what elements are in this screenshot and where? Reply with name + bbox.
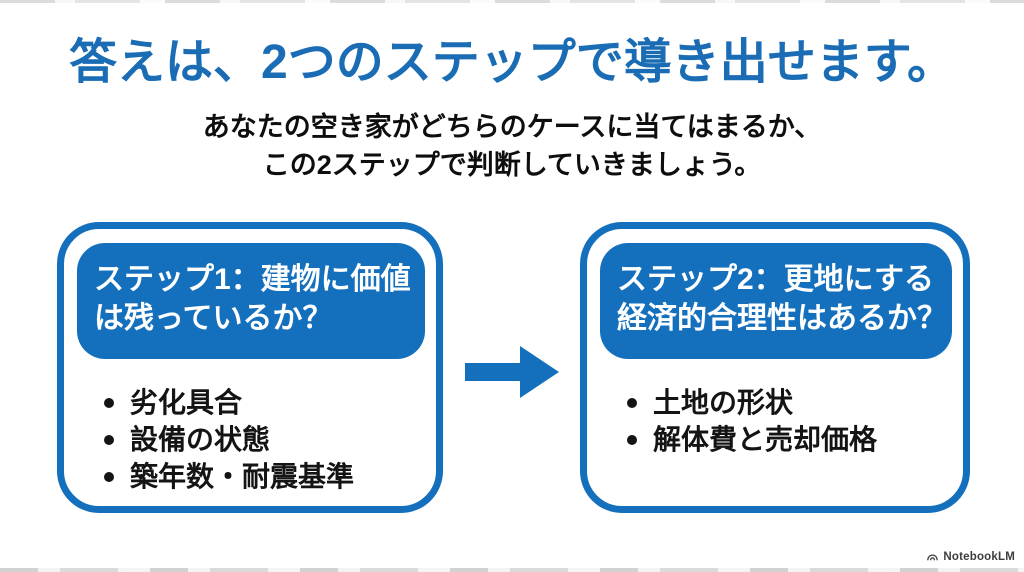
video-artifact-top [0, 0, 1024, 3]
step1-header-line-2: は残っているか？ [94, 302, 333, 335]
bullet-label: 設備の状態 [130, 424, 271, 455]
step2-header: ステップ2：更地にする 経済的合理性はあるか？ [600, 243, 952, 359]
slide-subtitle: あなたの空き家がどちらのケースに当てはまるか、 この2ステップで判断していきまし… [0, 108, 1024, 184]
step1-box: ステップ1：建物に価値 は残っているか？ 劣化具合 設備の状態 築年数・耐震基準 [57, 222, 443, 513]
bullet-dot [104, 397, 114, 408]
bullet-dot [104, 471, 114, 482]
bullet-dot [627, 434, 637, 445]
bullet-item: 設備の状態 [104, 421, 354, 458]
bullet-label: 劣化具合 [130, 387, 243, 418]
video-artifact-bottom [0, 568, 1024, 572]
step1-header-line-1: ステップ1：建物に価値 [94, 263, 411, 296]
bullet-item: 劣化具合 [104, 384, 354, 421]
step2-header-line-2: 経済的合理性はあるか？ [617, 302, 947, 335]
bullet-label: 築年数・耐震基準 [130, 461, 355, 492]
step1-header: ステップ1：建物に価値 は残っているか？ [77, 243, 425, 359]
bullet-dot [104, 434, 114, 445]
bullet-item: 土地の形状 [627, 384, 877, 421]
slide-title: 答えは、2つのステップで導き出せます。 [69, 36, 955, 89]
bullet-item: 解体費と売却価格 [627, 421, 877, 458]
subtitle-line-2: この2ステップで判断していきましょう。 [262, 150, 762, 180]
watermark-label: NotebookLM [943, 550, 1015, 563]
right-arrow-icon [465, 346, 559, 398]
step2-bullet-list: 土地の形状 解体費と売却価格 [627, 384, 877, 458]
notebooklm-logo-icon [927, 554, 939, 561]
bullet-dot [627, 397, 637, 408]
step2-header-line-1: ステップ2：更地にする [617, 263, 934, 296]
subtitle-line-1: あなたの空き家がどちらのケースに当てはまるか、 [202, 112, 822, 142]
notebooklm-watermark: NotebookLM [926, 550, 1015, 563]
step2-box: ステップ2：更地にする 経済的合理性はあるか？ 土地の形状 解体費と売却価格 [580, 222, 970, 513]
bullet-label: 解体費と売却価格 [653, 424, 878, 455]
bullet-label: 土地の形状 [653, 387, 794, 418]
bullet-item: 築年数・耐震基準 [104, 458, 354, 495]
step1-bullet-list: 劣化具合 設備の状態 築年数・耐震基準 [104, 384, 354, 495]
